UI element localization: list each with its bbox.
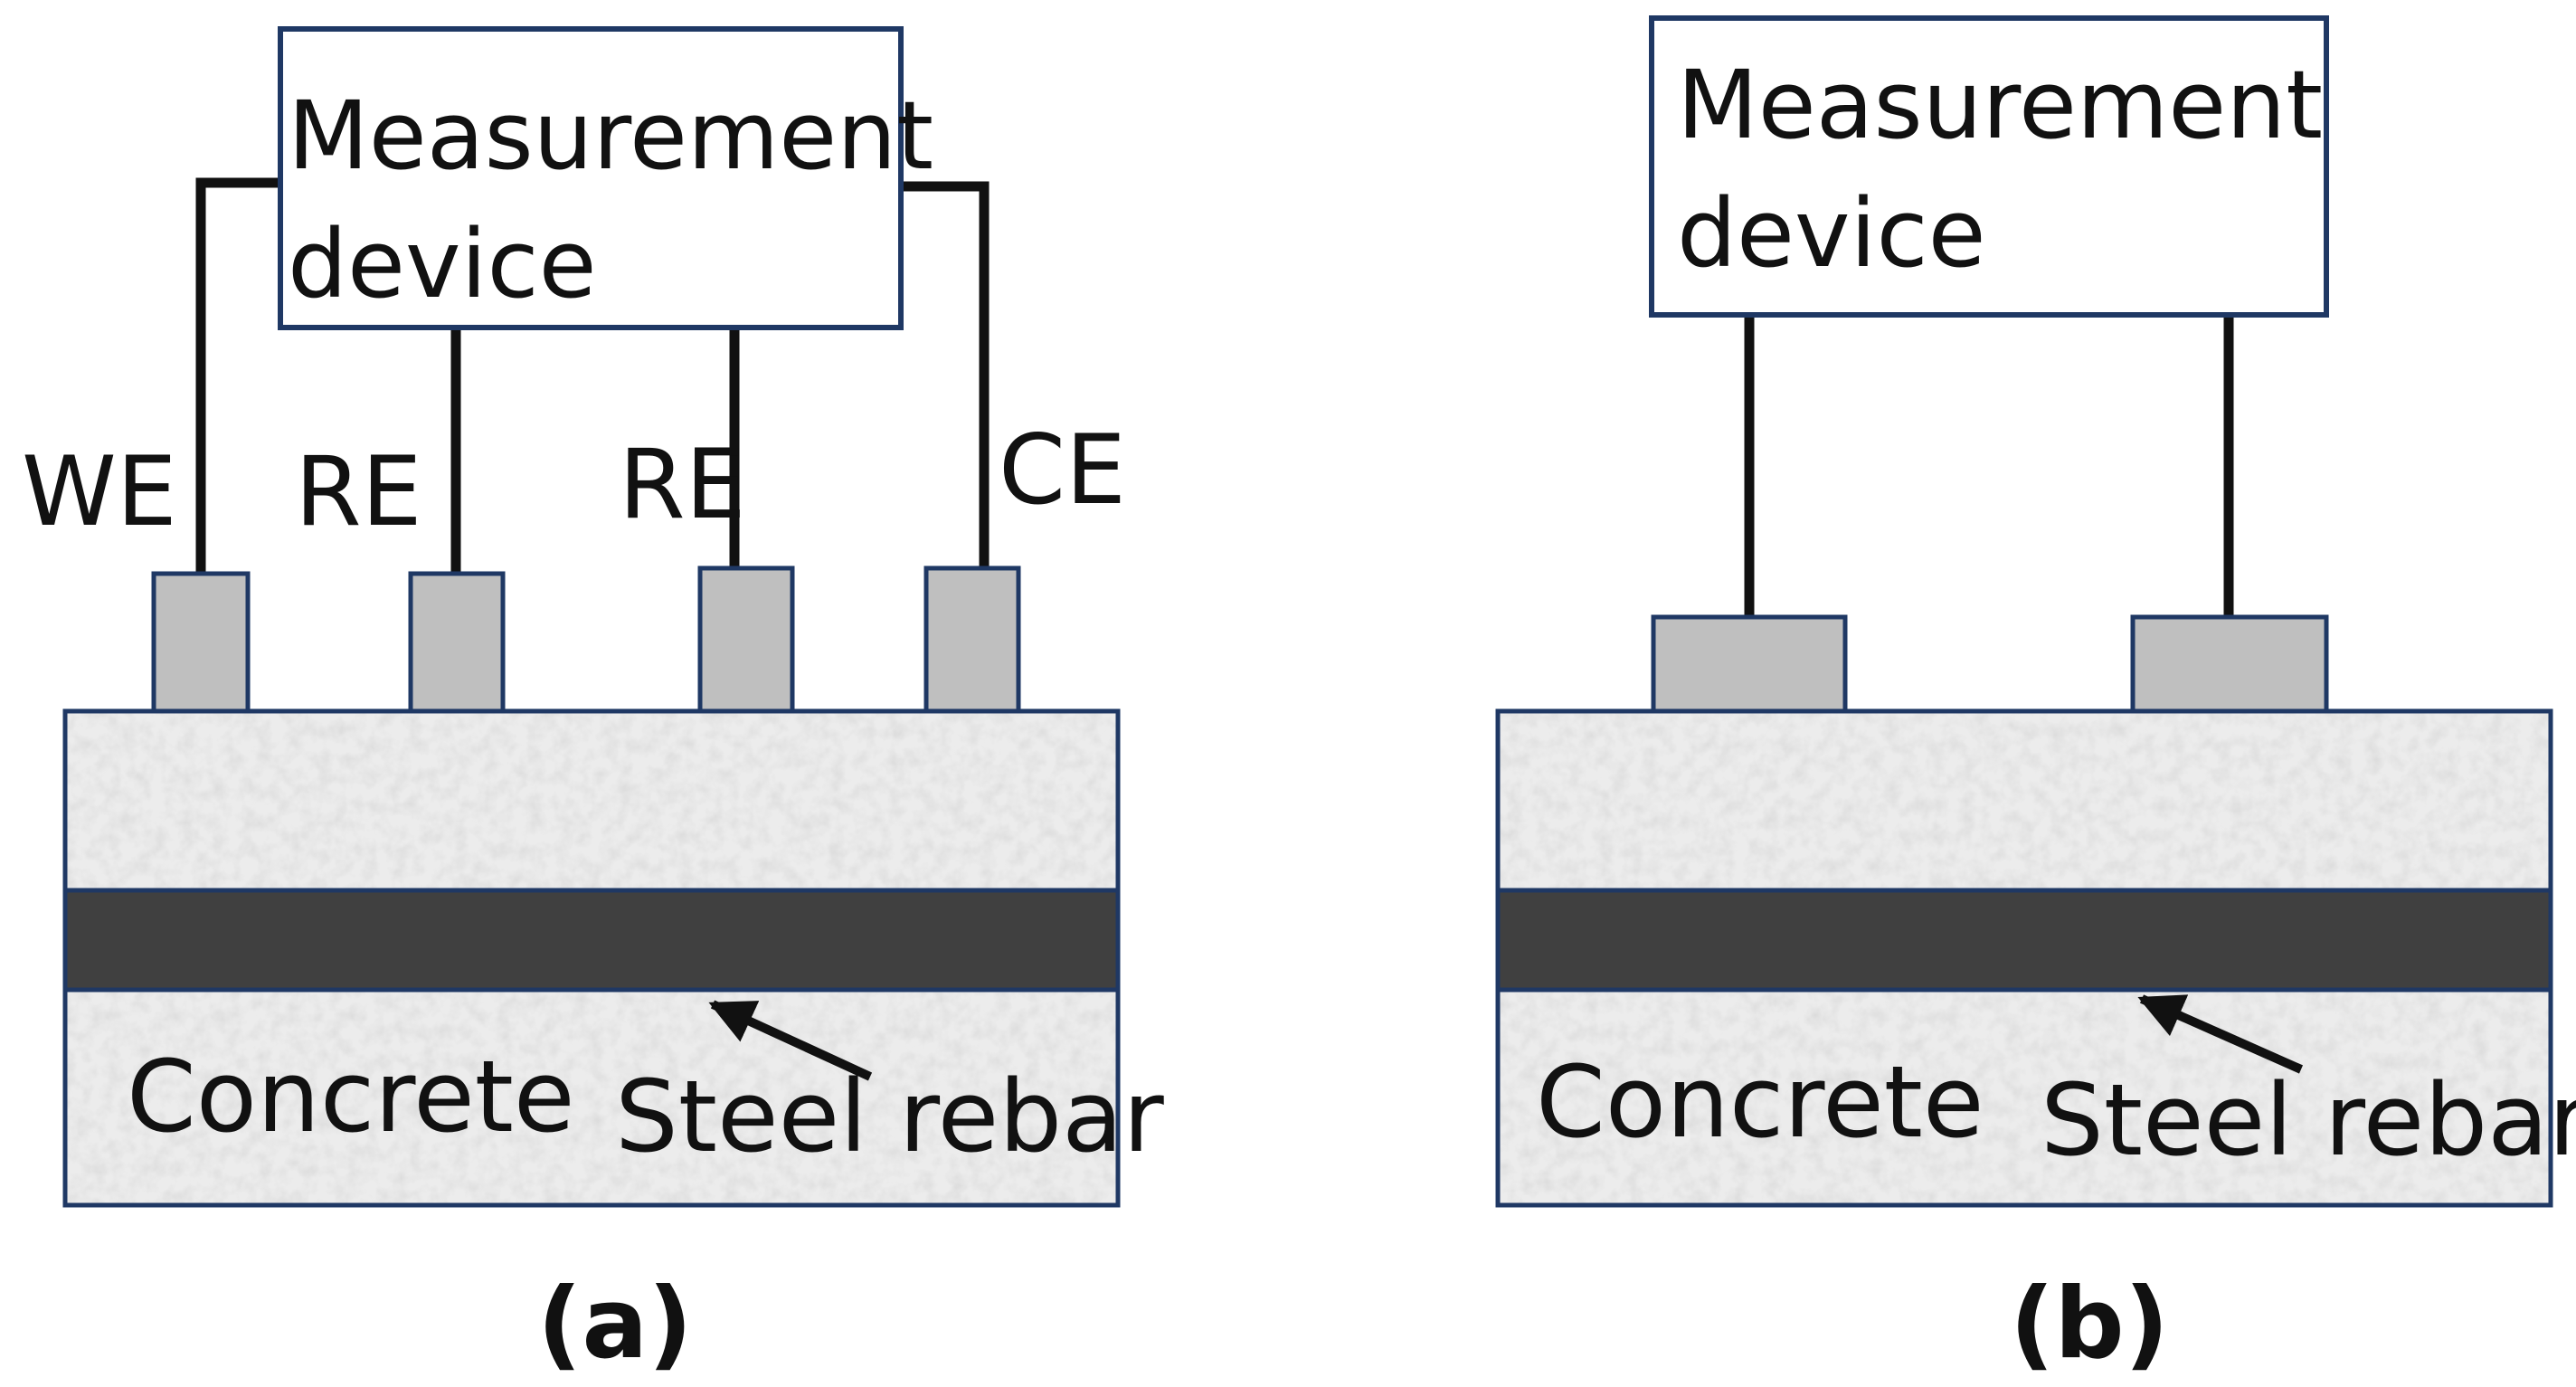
concrete-label: Concrete <box>127 1039 575 1154</box>
electrode-label-re-2: RE <box>619 429 746 540</box>
steel-rebar <box>1495 888 2553 993</box>
measurement-device-label-line2: device <box>1677 178 1986 289</box>
measurement-device-label-line1: Measurement <box>1677 50 2323 160</box>
caption-b: (b) <box>2010 1268 2169 1381</box>
measurement-device-box <box>278 26 904 330</box>
caption-a: (a) <box>537 1268 693 1381</box>
electrode-ce <box>923 565 1021 714</box>
wire-we <box>195 177 286 579</box>
wires <box>195 177 990 579</box>
electrode-label-re-1: RE <box>295 436 422 547</box>
rebar-pointer-arrow <box>708 1000 873 1081</box>
wire-ce <box>895 181 990 574</box>
wires <box>1744 315 2234 617</box>
rebar-label: Steel rebar <box>615 1059 1165 1174</box>
electrode-re-1 <box>408 571 506 714</box>
rebar-label: Steel rebar <box>2041 1062 2576 1178</box>
measurement-device-label-line1: Measurement <box>288 81 933 191</box>
electrode-right <box>2130 614 2329 714</box>
concrete-label: Concrete <box>1536 1044 1984 1160</box>
rebar-pointer-arrow <box>2137 994 2304 1074</box>
panel-a: Measurement device WE RE RE CE Concrete … <box>22 26 1165 1381</box>
steel-rebar <box>62 888 1121 993</box>
electrode-we <box>151 571 251 714</box>
electrode-label-we: WE <box>22 436 177 547</box>
electrode-left <box>1651 614 1848 714</box>
panel-b: Measurement device Concrete Steel rebar … <box>1495 15 2576 1381</box>
measurement-device-box <box>1649 15 2329 318</box>
electrode-label-ce: CE <box>999 414 1126 526</box>
measurement-device-label-line2: device <box>288 209 597 319</box>
electrode-re-2 <box>697 565 795 714</box>
